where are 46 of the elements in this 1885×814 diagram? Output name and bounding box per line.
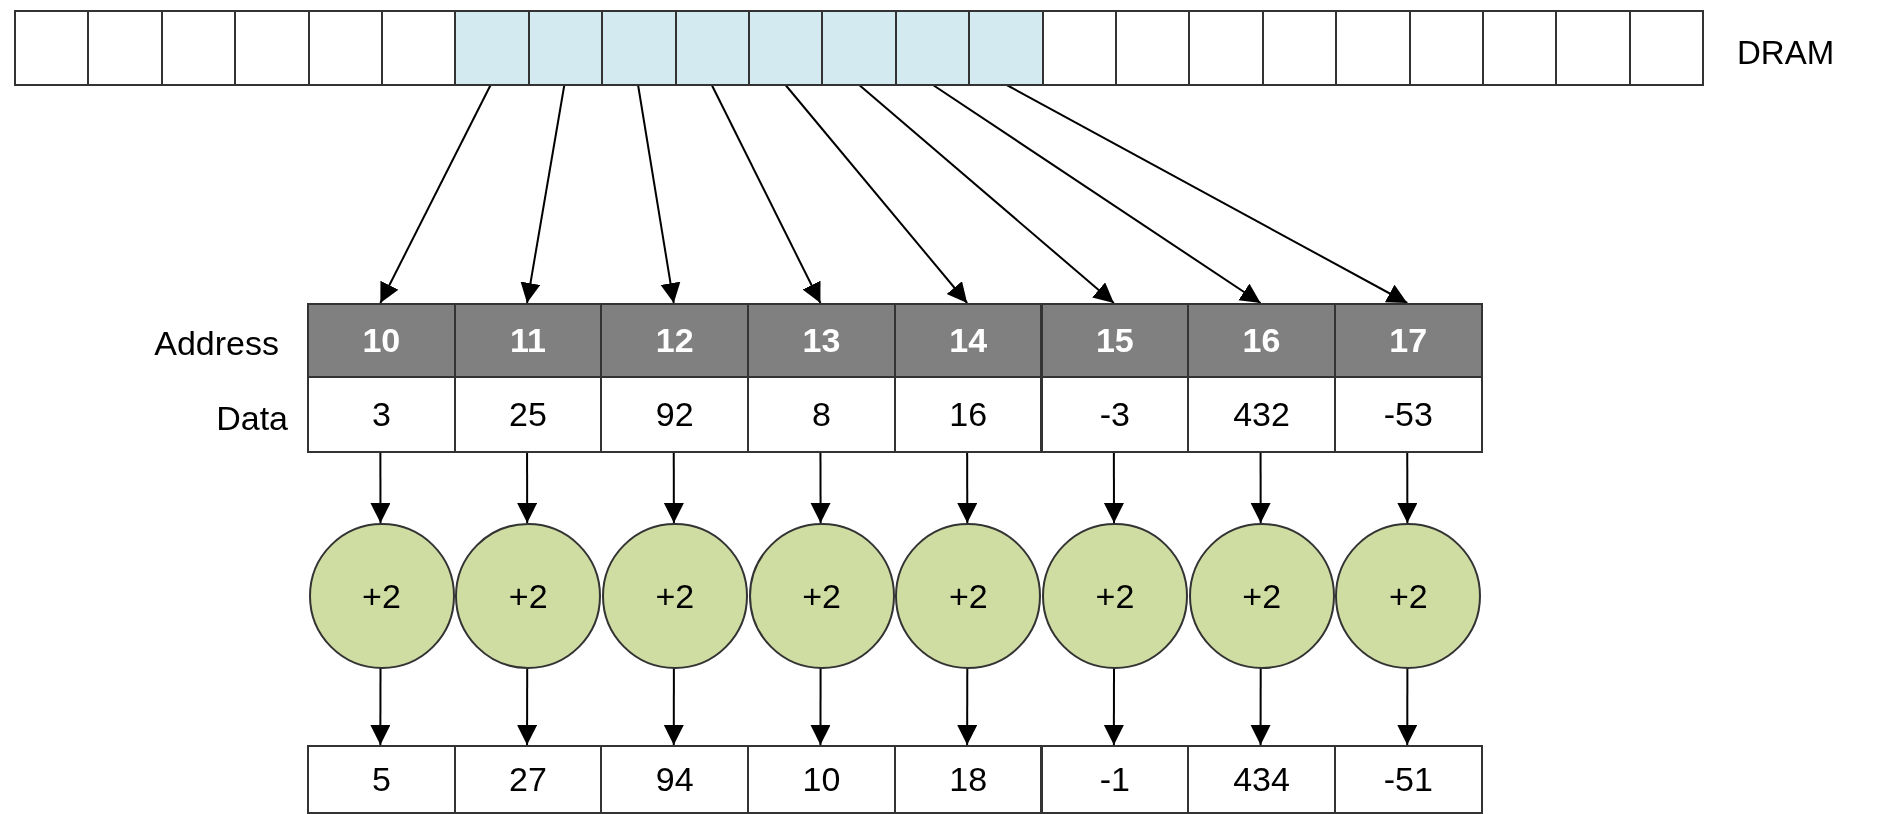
data-cell: -53 <box>1333 376 1483 453</box>
memory-cell <box>601 10 677 86</box>
memory-cell <box>1261 10 1338 86</box>
memory-cell <box>1115 10 1191 86</box>
result-cell: 18 <box>893 745 1043 814</box>
memory-label: DRAM <box>1737 33 1835 73</box>
result-cell: 94 <box>600 745 750 814</box>
memory-cell <box>1408 10 1484 86</box>
row-label: Address <box>154 323 279 364</box>
memory-cell <box>454 10 530 86</box>
memory-cell <box>307 10 383 86</box>
memory-cell <box>87 10 163 86</box>
memory-cell <box>1482 10 1558 86</box>
address-cell: 13 <box>747 303 896 378</box>
memory-cell <box>160 10 237 86</box>
memory-cell <box>14 10 90 86</box>
row-label: Data <box>216 398 288 439</box>
result-cell: 434 <box>1187 745 1336 814</box>
memory-cell <box>674 10 750 86</box>
memory-cell <box>1041 10 1117 86</box>
memory-cell <box>1188 10 1264 86</box>
data-cell: 3 <box>307 376 456 453</box>
address-cell: 14 <box>893 303 1043 378</box>
memory-cell <box>1335 10 1411 86</box>
address-cell: 16 <box>1187 303 1336 378</box>
memory-cell <box>527 10 604 86</box>
address-cell: 11 <box>453 303 603 378</box>
result-cell: 5 <box>307 745 456 814</box>
memory-cell <box>748 10 824 86</box>
data-cell: 16 <box>893 376 1043 453</box>
memory-cell <box>821 10 897 86</box>
memory-cell <box>381 10 457 86</box>
address-cell: 15 <box>1040 303 1190 378</box>
memory-cell <box>1555 10 1631 86</box>
memory-cell <box>234 10 310 86</box>
result-cell: -51 <box>1333 745 1483 814</box>
address-cell: 17 <box>1333 303 1483 378</box>
memory-cell <box>968 10 1044 86</box>
memory-cell <box>894 10 971 86</box>
result-cell: -1 <box>1040 745 1190 814</box>
result-cell: 27 <box>453 745 603 814</box>
data-cell: -3 <box>1040 376 1190 453</box>
result-cell: 10 <box>747 745 896 814</box>
address-cell: 10 <box>307 303 456 378</box>
memory-cell <box>1628 10 1705 86</box>
address-cell: 12 <box>600 303 750 378</box>
